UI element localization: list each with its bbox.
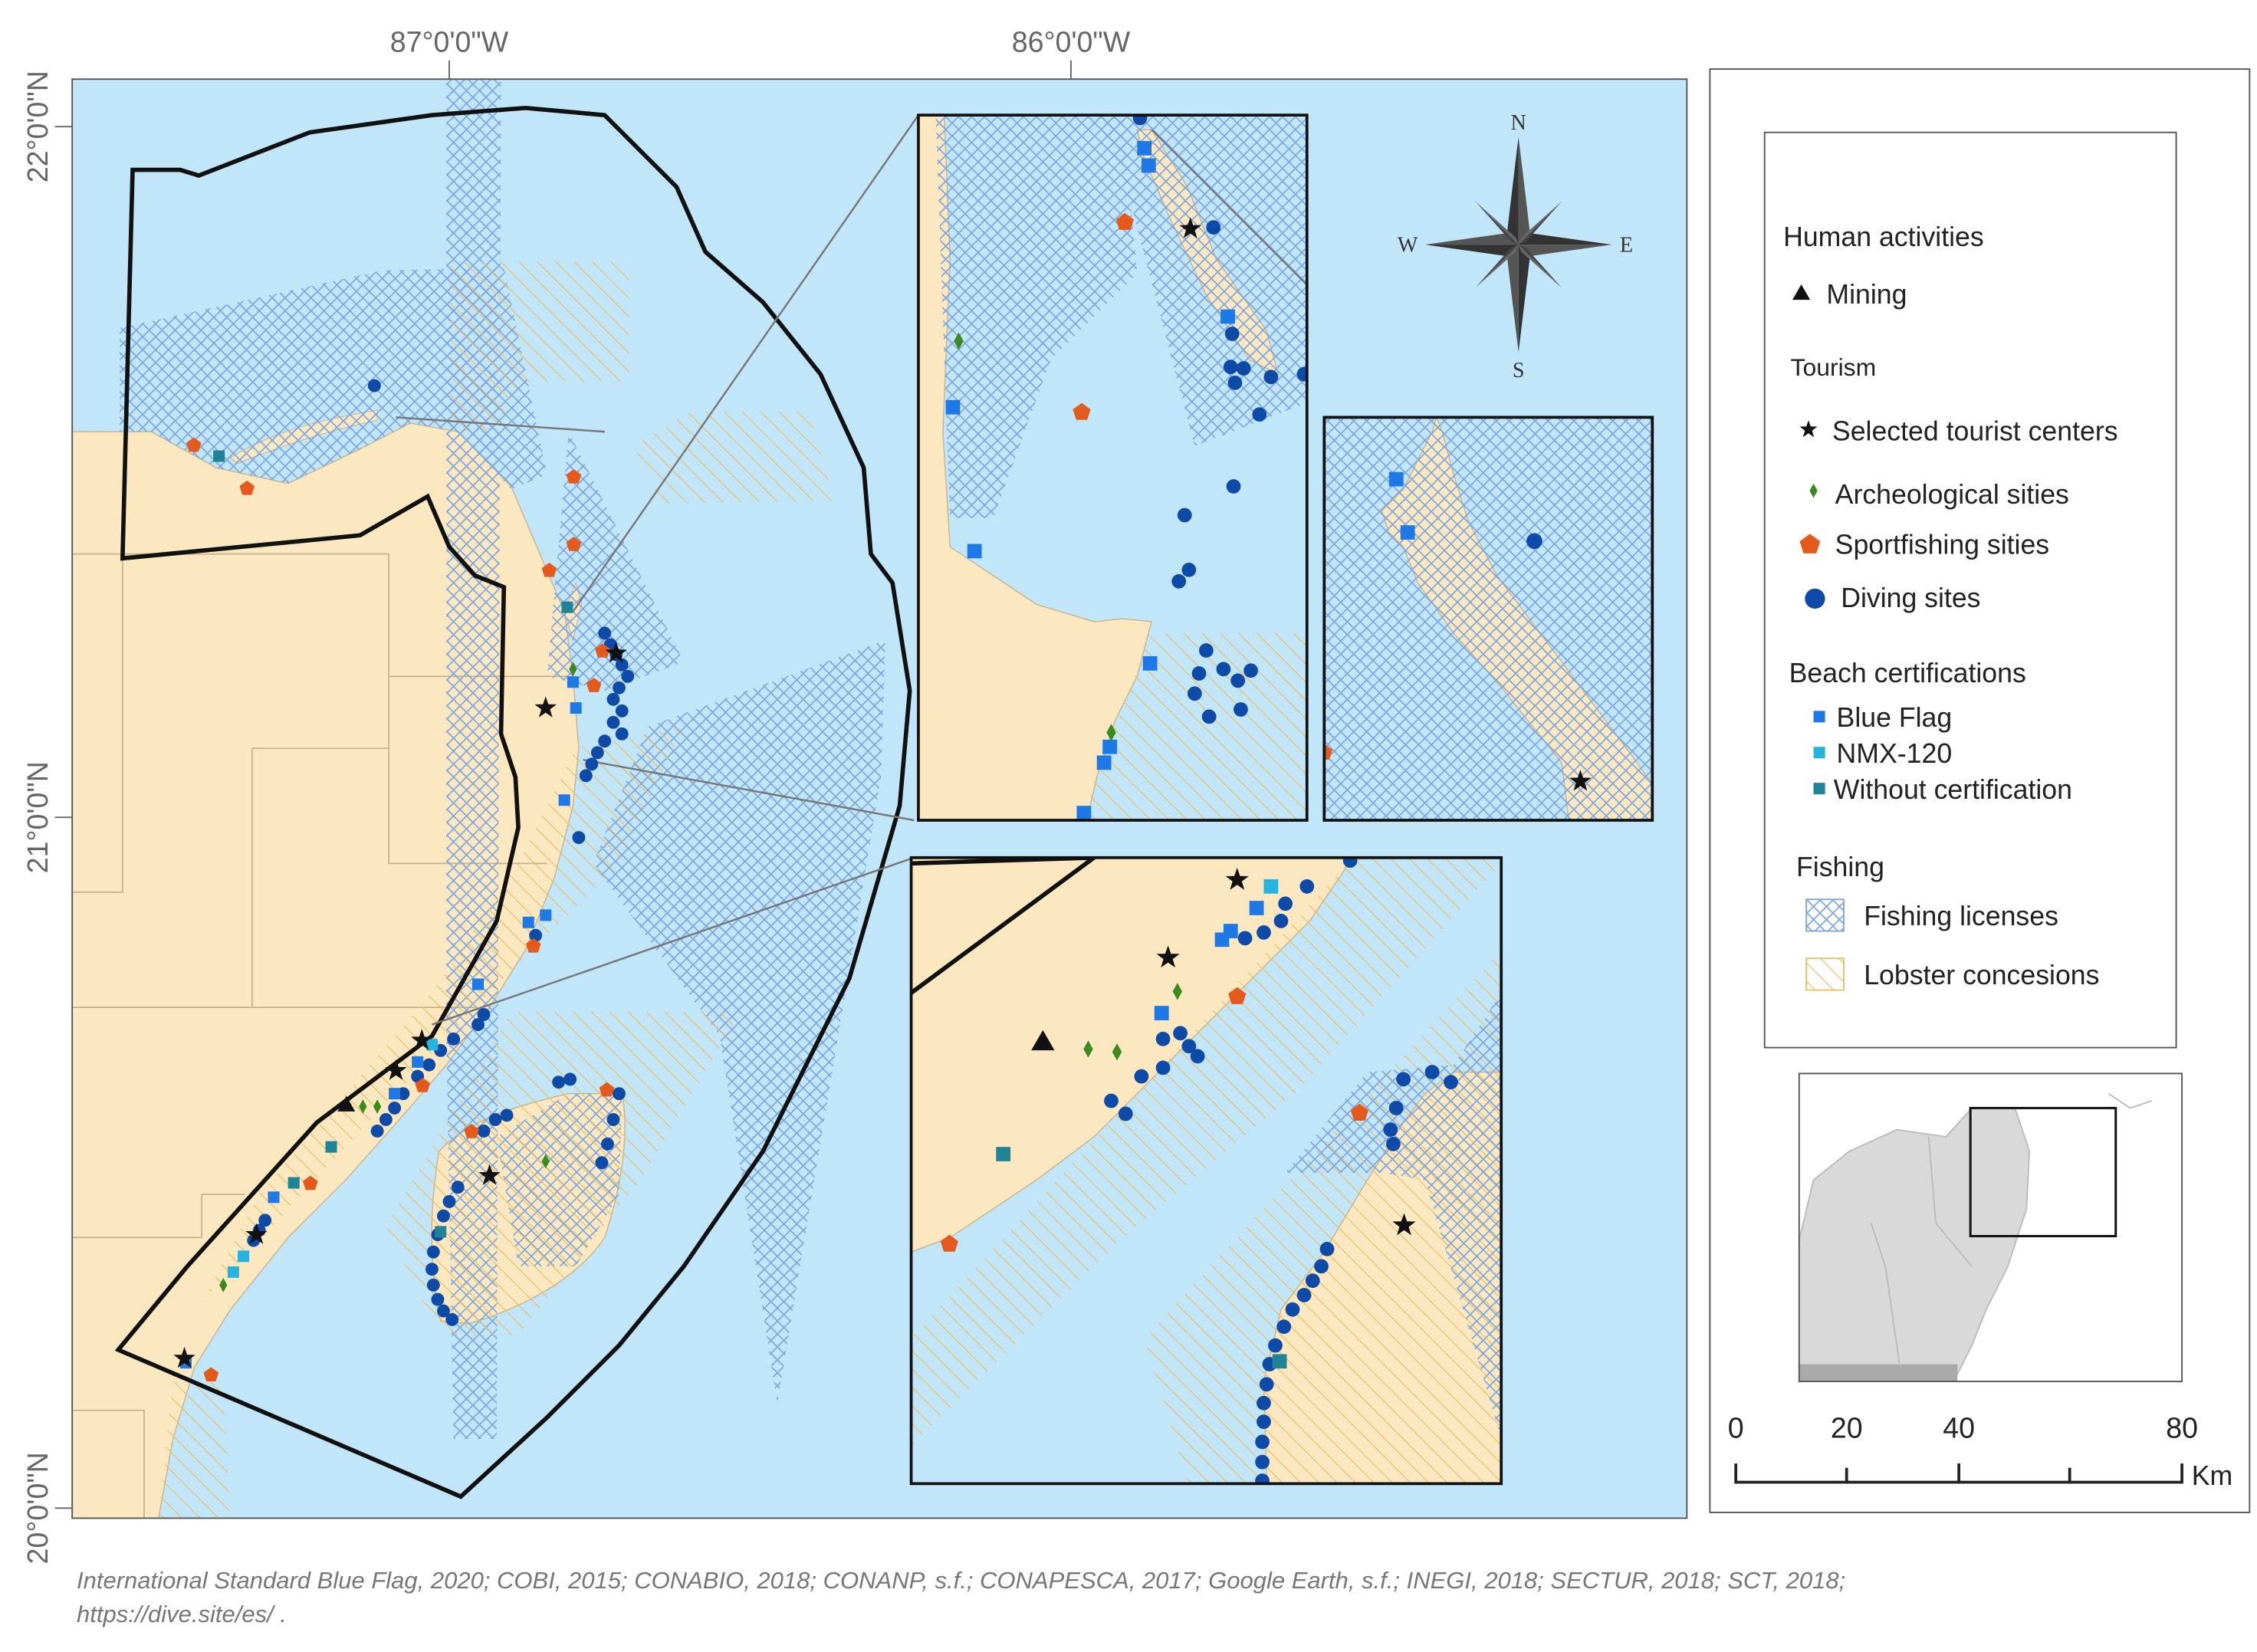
- scale-tick-80: 80: [2166, 1411, 2198, 1443]
- scale-tick-20: 20: [1831, 1411, 1863, 1443]
- source-note-line2: https://dive.site/es/ .: [77, 1601, 287, 1627]
- legend-lobster: Lobster concesions: [1864, 960, 2099, 990]
- compass-rose-icon: N S E W: [1398, 111, 1633, 383]
- lat-label-21: 21°0'0"N: [21, 761, 54, 873]
- inset-north: [918, 115, 1307, 820]
- diving-sites: [247, 379, 635, 1326]
- marine-boundary: [114, 105, 912, 1499]
- legend-archeological: Archeological sities: [1835, 479, 2069, 510]
- scale-tick-0: 0: [1728, 1411, 1744, 1443]
- source-note: International Standard Blue Flag, 2020; …: [77, 1564, 2070, 1631]
- lon-label-87: 87°0'0"W: [390, 26, 509, 58]
- compass-e: E: [1620, 234, 1633, 258]
- locator-map: [1798, 1072, 2183, 1383]
- legend-fishing-licenses: Fishing licenses: [1864, 901, 2058, 931]
- legend: Human activities Mining Tourism Selected…: [1763, 131, 2177, 1049]
- lat-label-22: 22°0'0"N: [21, 71, 54, 182]
- beach-certifications: [179, 450, 582, 1369]
- legend-fishing-title: Fishing: [1796, 852, 1884, 882]
- lobster-concessions: [158, 261, 836, 1519]
- scale-tick-40: 40: [1943, 1411, 1975, 1443]
- inset-south: [911, 857, 1502, 1484]
- compass-s: S: [1513, 359, 1525, 383]
- legend-tourist-centers: Selected tourist centers: [1832, 415, 2118, 446]
- lat-label-20: 20°0'0"N: [21, 1452, 54, 1564]
- legend-human-activities-title: Human activities: [1783, 222, 1984, 252]
- source-note-line1: International Standard Blue Flag, 2020; …: [77, 1567, 1846, 1594]
- lon-label-86: 86°0'0"W: [1012, 26, 1131, 58]
- inset-connectors: [396, 114, 919, 1026]
- legend-nmx120: NMX-120: [1837, 738, 1953, 769]
- inset-northeast: [1324, 417, 1653, 820]
- axis-labels: 87°0'0"W 86°0'0"W 22°0'0"N 21°0'0"N 20°0…: [21, 26, 1130, 1565]
- legend-mining: Mining: [1826, 279, 1907, 310]
- legend-beach-title: Beach certifications: [1789, 658, 2026, 688]
- legend-without-cert: Without certification: [1834, 774, 2072, 805]
- legend-sportfishing: Sportfishing sities: [1835, 530, 2049, 560]
- legend-tourism-title: Tourism: [1791, 353, 1877, 381]
- legend-blue-flag: Blue Flag: [1837, 702, 1953, 733]
- scale-bar: 0 20 40 80 Km: [1728, 1411, 2233, 1491]
- compass-n: N: [1511, 111, 1526, 135]
- scale-unit: Km: [2192, 1460, 2232, 1491]
- legend-diving: Diving sites: [1841, 583, 1980, 613]
- compass-w: W: [1398, 234, 1418, 258]
